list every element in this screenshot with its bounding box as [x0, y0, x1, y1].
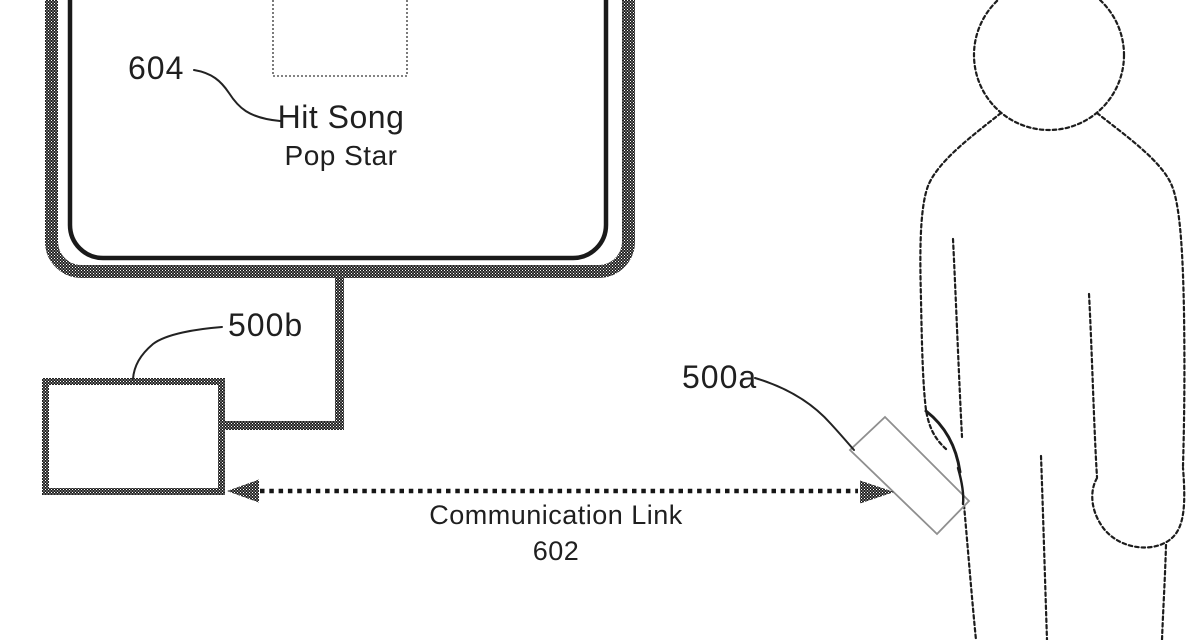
tv-stand-horizontal: [225, 421, 344, 430]
tv-stand-vertical: [335, 278, 344, 430]
person-left-arm-seam: [951, 237, 964, 439]
person-head: [972, 0, 1126, 132]
leader-line-500b: [132, 326, 223, 380]
communication-link-label: Communication Link: [429, 500, 683, 530]
person-legs-separation-line: [1039, 454, 1049, 640]
tv-screen: [67, 0, 609, 261]
person-right-shoulder-side: [1095, 111, 1186, 468]
person-hand-on-device: [924, 409, 965, 506]
handheld-device: [848, 415, 971, 536]
person-outline: [919, 0, 1186, 640]
tv-display-outer-bezel: [45, 0, 635, 278]
person-right-hand: [1091, 466, 1186, 549]
person-right-leg-line: [1160, 543, 1168, 640]
ref-label-604: 604: [128, 50, 185, 86]
communication-link-arrowhead-left: [227, 479, 259, 503]
ref-label-500b: 500b: [228, 307, 304, 343]
leader-line-500a: [754, 377, 855, 451]
artist-label: Pop Star: [284, 140, 398, 171]
person-left-leg-line: [962, 503, 978, 640]
album-art-placeholder: [272, 0, 408, 77]
ref-label-500a: 500a: [682, 359, 758, 395]
leader-line-604: [193, 69, 281, 122]
person-right-arm-seam: [1087, 292, 1099, 479]
person-left-shoulder-arm: [919, 111, 1003, 451]
ref-label-602: 602: [532, 536, 580, 566]
communication-link-arrowhead-right: [860, 480, 894, 504]
media-device-box: [42, 378, 225, 495]
song-title-label: Hit Song: [277, 99, 405, 135]
